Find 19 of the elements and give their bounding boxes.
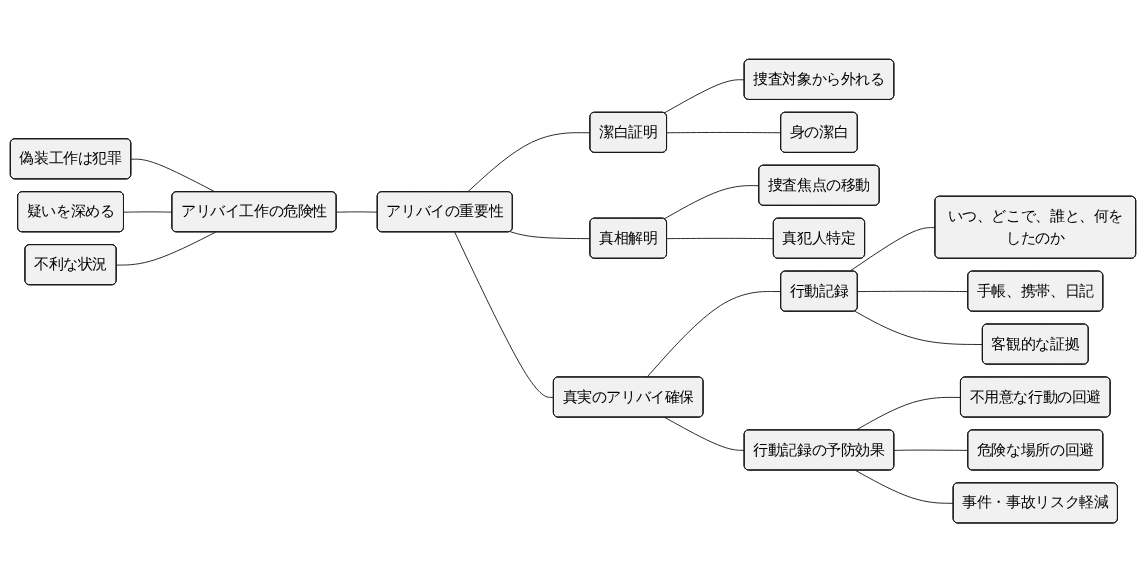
connector [663, 79, 746, 114]
connector [664, 417, 746, 452]
connector [130, 159, 216, 193]
connector [854, 311, 984, 346]
connector [666, 132, 782, 134]
connector [116, 232, 216, 266]
connector [848, 227, 936, 273]
connector [467, 132, 591, 193]
connector [855, 397, 962, 432]
connector [454, 232, 555, 399]
connector [336, 211, 379, 213]
connector [666, 238, 775, 240]
connector [855, 470, 955, 505]
connector [646, 291, 782, 379]
connector [509, 231, 591, 240]
connector [893, 450, 969, 452]
connector [857, 291, 969, 293]
connector [663, 185, 760, 220]
connector [123, 211, 173, 213]
